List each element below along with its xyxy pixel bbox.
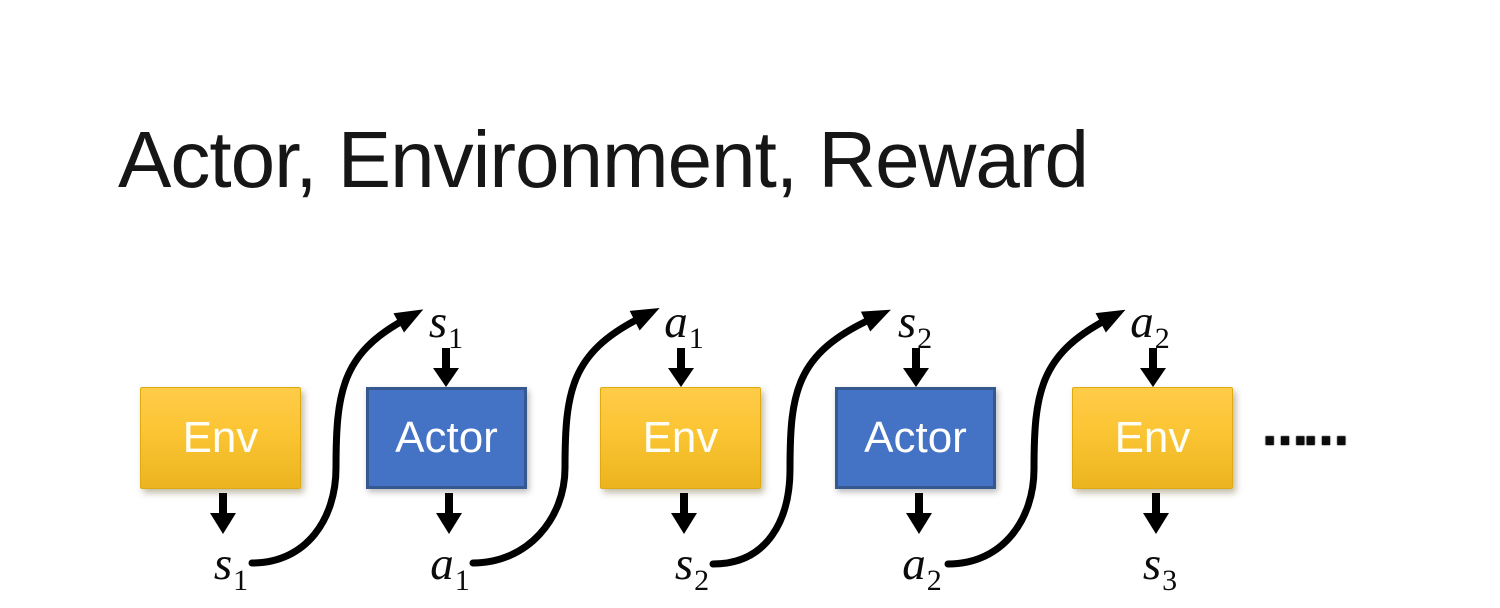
top-label-a2: a2 xyxy=(1130,296,1170,355)
bottom-label-s3: s3 xyxy=(1142,538,1178,597)
bottom-label-a1: a1 xyxy=(430,538,470,597)
actor-box-2-label: Actor xyxy=(864,413,967,462)
bottom-label-a2: a2 xyxy=(902,538,942,597)
env-box-2-label: Env xyxy=(642,413,719,462)
env-box-3: Env xyxy=(1072,387,1233,489)
actor-box-1-label: Actor xyxy=(395,413,498,462)
env-box-1: Env xyxy=(140,387,301,489)
arrow-actor1-out-a1 xyxy=(436,493,462,534)
bottom-label-s2: s2 xyxy=(674,538,710,597)
arrow-env1-out-s1 xyxy=(210,493,236,534)
arrow-env2-out-s2 xyxy=(671,493,697,534)
arrow-actor2-out-a2 xyxy=(906,493,932,534)
actor-box-2: Actor xyxy=(835,387,996,489)
env-box-2: Env xyxy=(600,387,761,489)
top-label-s2: s2 xyxy=(897,296,933,355)
top-label-a1: a1 xyxy=(664,296,704,355)
bottom-label-s1: s1 xyxy=(213,538,249,597)
slide-title: Actor, Environment, Reward xyxy=(118,115,1089,204)
arrow-env3-out-s3 xyxy=(1143,493,1169,534)
continuation-ellipsis: …… xyxy=(1262,402,1349,456)
env-box-3-label: Env xyxy=(1114,413,1191,462)
actor-box-1: Actor xyxy=(366,387,527,489)
env-box-1-label: Env xyxy=(182,413,259,462)
top-label-s1: s1 xyxy=(428,296,464,355)
